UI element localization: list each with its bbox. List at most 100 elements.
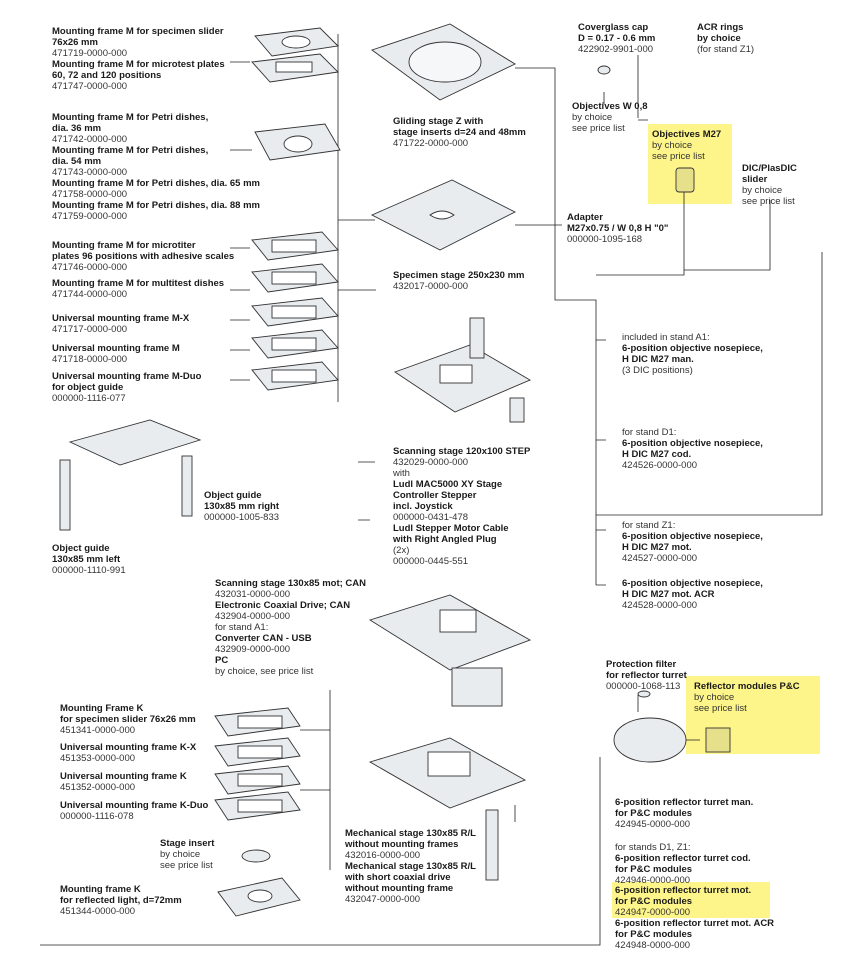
label-line: by choice: [652, 140, 693, 151]
label-line: Universal mounting frame K: [60, 771, 187, 782]
label-line: 451344-0000-000: [60, 906, 136, 917]
label-line: with Right Angled Plug: [393, 534, 497, 545]
label-line: 424526-0000-000: [622, 460, 698, 471]
label-line: dia. 36 mm: [52, 123, 102, 134]
label-line: Objectives M27: [652, 129, 722, 140]
label-line: 432017-0000-000: [393, 281, 469, 292]
label-line: 471718-0000-000: [52, 354, 128, 365]
label-line: Mounting frame K: [60, 884, 141, 895]
label-line: Ludl Stepper Motor Cable: [393, 523, 509, 534]
label-line: H DIC M27 cod.: [622, 449, 692, 460]
label-line: 424946-0000-000: [615, 875, 691, 886]
label-line: 451341-0000-000: [60, 725, 136, 736]
label-line: 6-position objective nosepiece,: [622, 578, 763, 589]
label-line: 6-position reflector turret mot. ACR: [615, 918, 775, 929]
label-line: Objectives W 0,8: [572, 101, 648, 112]
label-turret-cod: for stands D1, Z1:6-position reflector t…: [615, 842, 751, 886]
label-line: H DIC M27 mot. ACR: [622, 589, 715, 600]
label-line: 471759-0000-000: [52, 211, 128, 222]
label-line: see price list: [652, 151, 705, 162]
label-line: 6-position reflector turret mot.: [615, 885, 752, 896]
label-line: Specimen stage 250x230 mm: [393, 270, 525, 281]
label-line: 451352-0000-000: [60, 782, 136, 793]
label-line: for stand D1:: [622, 427, 677, 438]
label-line: 471747-0000-000: [52, 81, 128, 92]
label-line: 471742-0000-000: [52, 134, 128, 145]
label-line: Mounting frame M for specimen slider: [52, 26, 224, 37]
label-line: Mounting frame M for microtest plates: [52, 59, 225, 70]
label-line: Scanning stage 130x85 mot; CAN: [215, 578, 366, 589]
label-line: 471746-0000-000: [52, 262, 128, 273]
label-line: 432047-0000-000: [345, 894, 421, 905]
label-line: 471758-0000-000: [52, 189, 128, 200]
label-line: DIC/PlasDIC: [742, 163, 797, 174]
label-line: slider: [742, 174, 768, 185]
label-line: by choice: [697, 33, 741, 44]
label-line: M27x0.75 / W 0,8 H "0": [567, 223, 669, 234]
label-line: Reflector modules P&C: [694, 681, 800, 692]
label-line: Mounting frame M for microtiter: [52, 240, 196, 251]
label-line: 76x26 mm: [52, 37, 98, 48]
label-line: H DIC M27 man.: [622, 354, 694, 365]
label-line: 424947-0000-000: [615, 907, 691, 918]
label-line: 471719-0000-000: [52, 48, 128, 59]
label-line: 6-position reflector turret cod.: [615, 853, 751, 864]
label-line: 000000-1116-077: [52, 393, 126, 404]
label-line: without mounting frames: [345, 839, 459, 850]
label-line: with: [393, 468, 410, 479]
label-line: Mechanical stage 130x85 R/L: [345, 861, 476, 872]
label-line: 60, 72 and 120 positions: [52, 70, 162, 81]
label-line: 432016-0000-000: [345, 850, 421, 861]
label-line: Gliding stage Z with: [393, 116, 484, 127]
label-line: Universal mounting frame K-Duo: [60, 800, 209, 811]
label-line: Mounting frame M for multitest dishes: [52, 278, 225, 289]
label-line: Controller Stepper: [393, 490, 477, 501]
label-line: for P&C modules: [615, 929, 693, 940]
label-line: by choice: [742, 185, 783, 196]
label-line: D = 0.17 - 0.6 mm: [578, 33, 656, 44]
label-line: 130x85 mm left: [52, 554, 121, 565]
label-line: 432031-0000-000: [215, 589, 291, 600]
label-line: 471722-0000-000: [393, 138, 469, 149]
label-turret-mot: 6-position reflector turret mot.for P&C …: [615, 885, 751, 918]
label-line: (for stand Z1): [697, 44, 755, 55]
label-line: for stands D1, Z1:: [615, 842, 691, 853]
label-line: 000000-1110-991: [52, 565, 126, 576]
label-line: for object guide: [52, 382, 124, 393]
label-line: H DIC M27 mot.: [622, 542, 692, 553]
label-line: Universal mounting frame M-Duo: [52, 371, 202, 382]
label-line: Mounting frame M for Petri dishes,: [52, 112, 209, 123]
label-line: dia. 54 mm: [52, 156, 102, 167]
label-line: 130x85 mm right: [204, 501, 279, 512]
label-line: by choice, see price list: [215, 666, 314, 677]
label-line: 424948-0000-000: [615, 940, 691, 951]
label-line: 432904-0000-000: [215, 611, 291, 622]
label-line: 422902-9901-000: [578, 44, 654, 55]
label-line: 000000-0445-551: [393, 556, 469, 567]
label-line: Universal mounting frame M: [52, 343, 180, 354]
label-line: Mounting Frame K: [60, 703, 144, 714]
label-mech-stage: Mechanical stage 130x85 R/L without mount…: [345, 828, 476, 905]
label-line: 424527-0000-000: [622, 553, 698, 564]
label-line: for P&C modules: [615, 864, 693, 875]
label-line: Object guide: [52, 543, 110, 554]
label-line: see price list: [742, 196, 795, 207]
label-line: Ludl MAC5000 XY Stage: [393, 479, 503, 490]
label-line: for reflector turret: [606, 670, 687, 681]
